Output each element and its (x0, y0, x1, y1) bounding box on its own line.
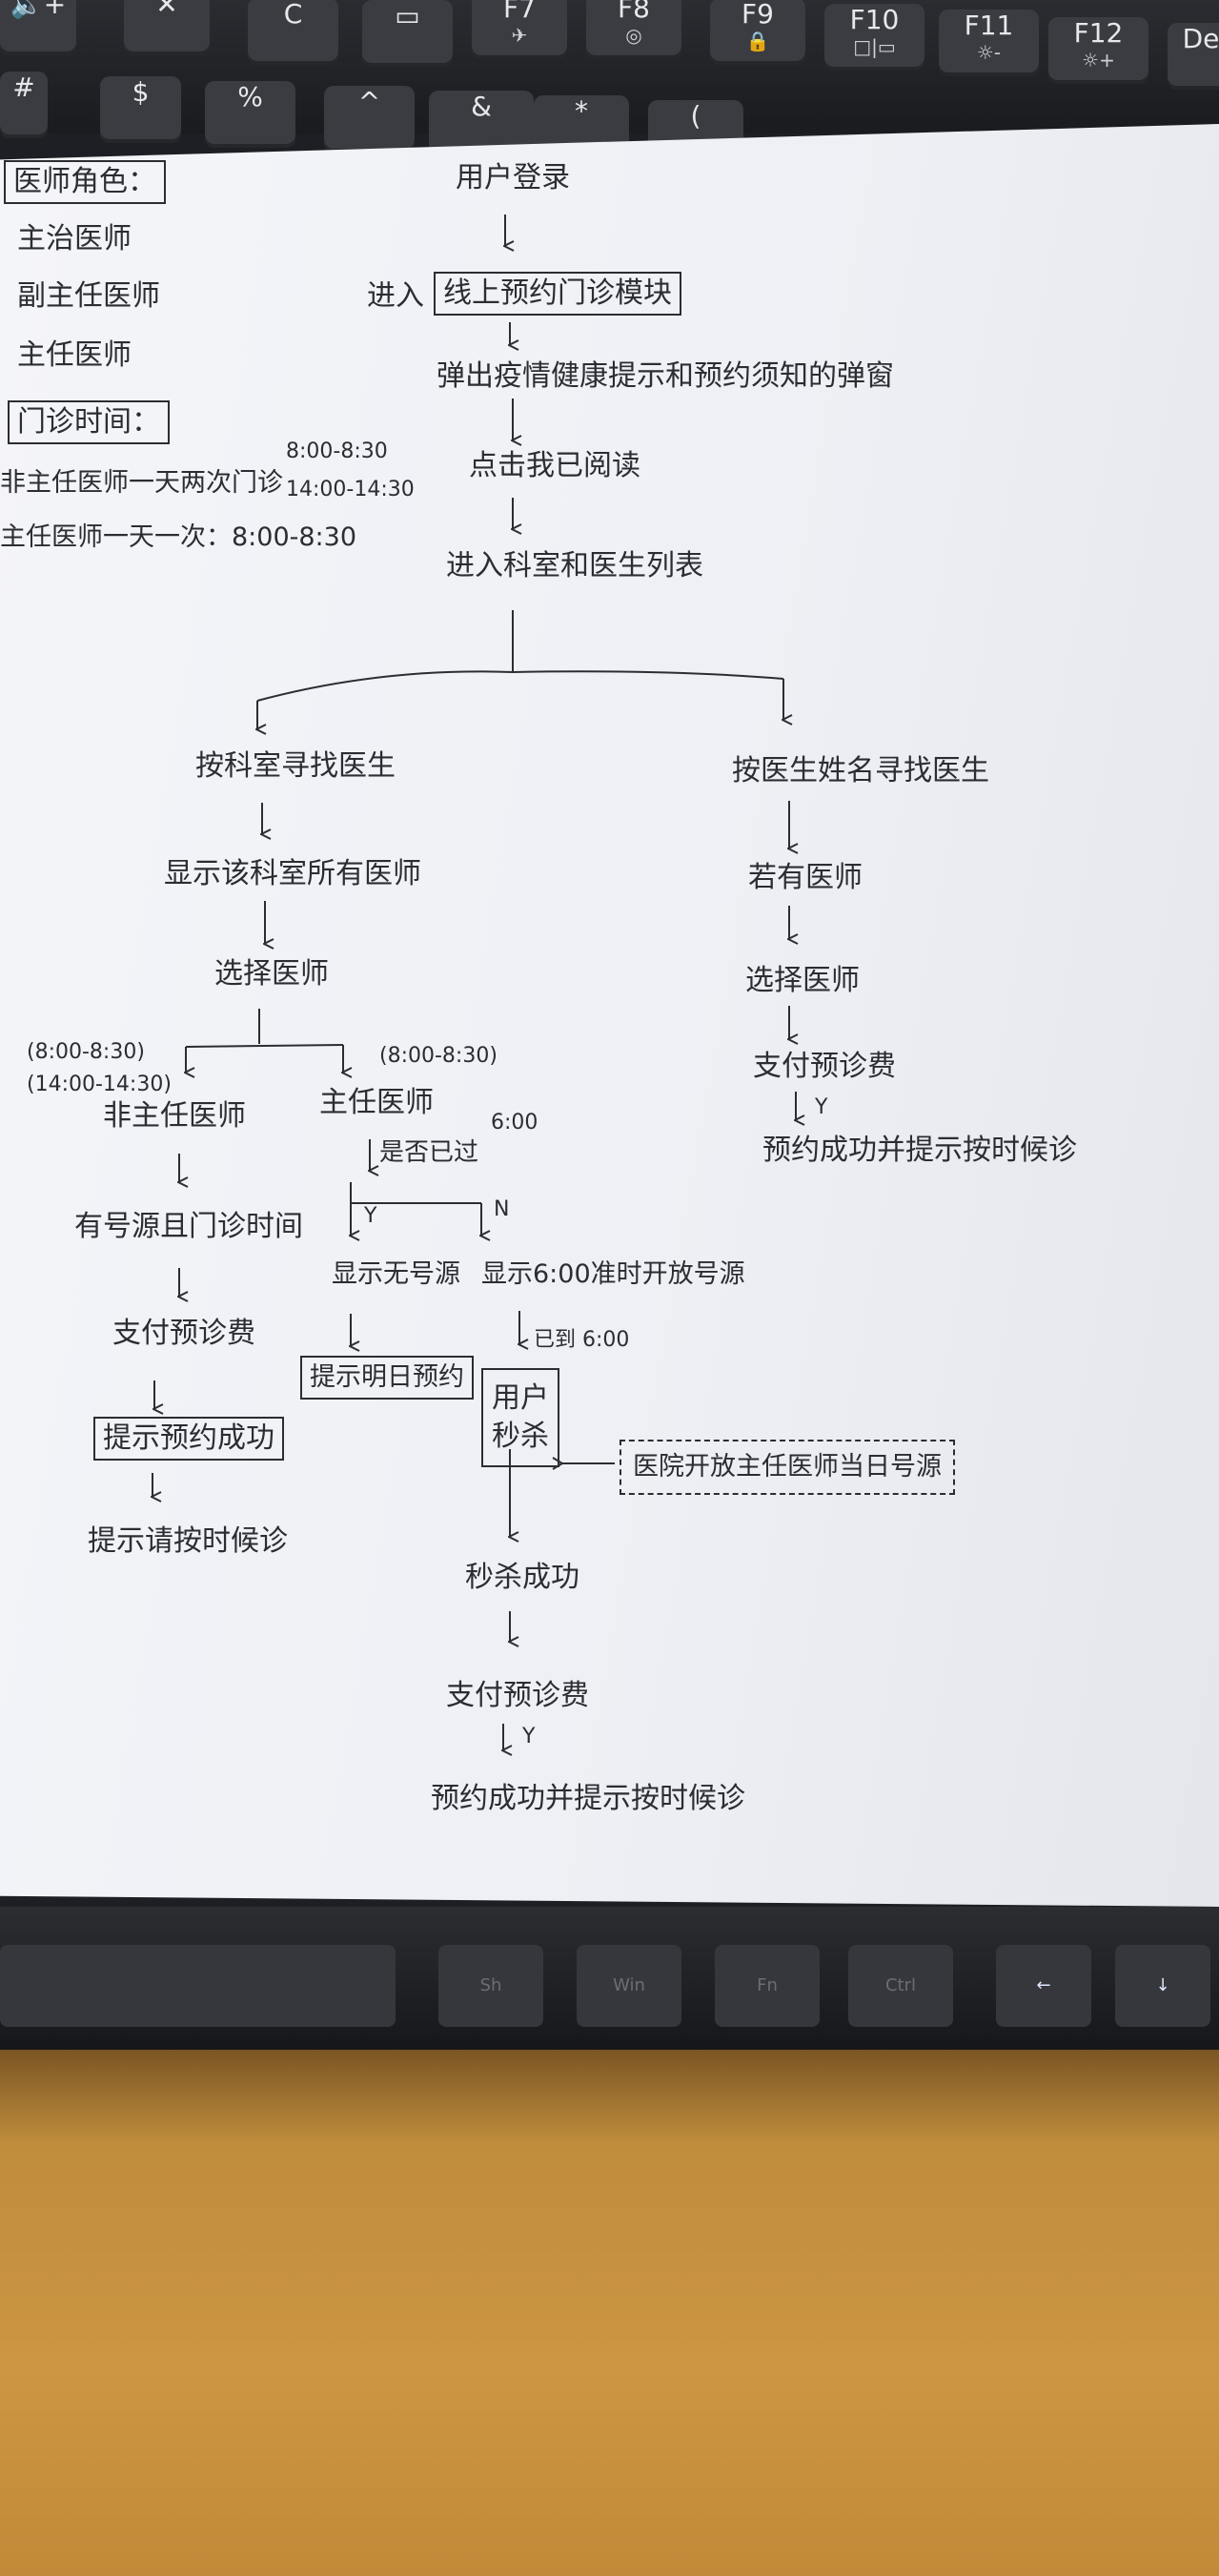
node-past-time: 6:00 (491, 1111, 538, 1135)
time-nonchief-afternoon: (14:00-14:30) (27, 1073, 172, 1096)
node-pay-fee-left: 支付预诊费 (112, 1317, 255, 1350)
node-select-doctor-right: 选择医师 (745, 964, 860, 997)
display-icon: □|▭ (853, 35, 896, 58)
time-chief: (8:00-8:30) (379, 1044, 498, 1068)
hours-nonchief-morning: 8:00-8:30 (286, 440, 388, 463)
hours-line-chief: 主任医师一天一次：8:00-8:30 (0, 522, 357, 552)
key-ctrl: Ctrl (848, 1945, 953, 2027)
role-associate-chief: 副主任医师 (17, 279, 160, 313)
key-hash: # (0, 72, 48, 138)
key-f10: F10□|▭ (824, 4, 924, 71)
node-search-by-name: 按医生姓名寻找医生 (732, 754, 989, 787)
key-percent: % (205, 81, 295, 148)
refresh-icon: C (283, 0, 303, 30)
node-select-doctor-left: 选择医师 (214, 957, 329, 991)
camera-icon: ◎ (625, 24, 642, 47)
keyboard-function-row: 🔈+ ✕ C ▭ F7✈ F8◎ F9🔒 F10□|▭ F11☼- F12☼+ … (0, 0, 1219, 167)
node-user-flash-grab: 用户秒杀 (481, 1368, 559, 1467)
branch-yes-right: Y (815, 1095, 828, 1119)
node-no-slot: 显示无号源 (332, 1259, 460, 1289)
refresh-key: C (248, 0, 338, 65)
key-f7: F7✈ (472, 0, 567, 59)
hours-title: 门诊时间： (8, 400, 170, 444)
airplane-icon: ✈ (511, 24, 528, 47)
key-space (0, 1945, 396, 2027)
node-show-open-time: 显示6:00准时开放号源 (481, 1259, 745, 1289)
node-success-right: 预约成功并提示按时候诊 (762, 1134, 1077, 1167)
node-click-read: 点击我已阅读 (469, 449, 640, 482)
branch-yes-center: Y (522, 1725, 536, 1748)
node-search-by-dept: 按科室寻找医生 (195, 749, 396, 783)
node-reached-time: 已到 6:00 (534, 1328, 630, 1352)
branch-no-label: N (494, 1197, 510, 1221)
key-f12: F12☼+ (1048, 17, 1148, 84)
roles-title: 医师角色： (4, 160, 166, 204)
mic-off-icon: ✕ (124, 0, 210, 55)
branch-yes-label: Y (364, 1204, 377, 1228)
brightness-down-icon: ☼- (976, 41, 1002, 64)
key-f8: F8◎ (586, 0, 681, 59)
node-nonchief-doctor: 非主任医师 (103, 1099, 246, 1133)
key-delete: De (1168, 23, 1219, 90)
key-f11: F11☼- (939, 10, 1039, 76)
key-win: Win (577, 1945, 681, 2027)
key-f9: F9🔒 (710, 0, 805, 65)
key-fn: Fn (715, 1945, 820, 2027)
node-pay-fee-center: 支付预诊费 (446, 1679, 589, 1712)
screen-icon: ▭ (362, 0, 453, 67)
role-chief: 主任医师 (17, 338, 132, 372)
node-show-all-doctors: 显示该科室所有医师 (164, 857, 421, 890)
node-on-time-left: 提示请按时候诊 (88, 1524, 288, 1558)
label-enter: 进入 (367, 279, 424, 313)
hours-nonchief-afternoon: 14:00-14:30 (286, 478, 415, 501)
paper-sheet (0, 124, 1219, 1907)
key-dollar: $ (100, 76, 181, 143)
key-caret: ^ (324, 86, 415, 153)
node-has-slot: 有号源且门诊时间 (74, 1210, 303, 1243)
speaker-mute-icon: 🔈+ (0, 0, 76, 55)
hours-line-nonchief: 非主任医师一天两次门诊 (0, 468, 283, 498)
node-user-login: 用户登录 (456, 161, 570, 194)
arrow-left-icon: ← (996, 1945, 1091, 2027)
node-pay-fee-right: 支付预诊费 (753, 1050, 896, 1083)
node-chief-doctor: 主任医师 (319, 1086, 434, 1119)
lock-icon: 🔒 (745, 30, 770, 52)
node-grab-success: 秒杀成功 (465, 1561, 579, 1594)
brightness-up-icon: ☼+ (1082, 49, 1115, 72)
node-dept-doctor-list: 进入科室和医生列表 (446, 549, 703, 583)
time-nonchief-morning: (8:00-8:30) (27, 1040, 145, 1064)
node-book-tomorrow: 提示明日预约 (300, 1356, 474, 1400)
node-online-module: 线上预约门诊模块 (434, 272, 681, 316)
node-final-success: 预约成功并提示按时候诊 (431, 1782, 745, 1815)
node-if-doctor: 若有医师 (748, 861, 863, 894)
wooden-desk (0, 2050, 1219, 2576)
key-shift: Sh (438, 1945, 543, 2027)
node-is-past: 是否已过 (379, 1138, 479, 1167)
role-attending: 主治医师 (17, 222, 132, 256)
node-success-box: 提示预约成功 (93, 1417, 284, 1461)
node-health-popup: 弹出疫情健康提示和预约须知的弹窗 (437, 359, 894, 393)
node-hospital-release: 医院开放主任医师当日号源 (620, 1440, 955, 1495)
arrow-down-icon: ↓ (1115, 1945, 1210, 2027)
